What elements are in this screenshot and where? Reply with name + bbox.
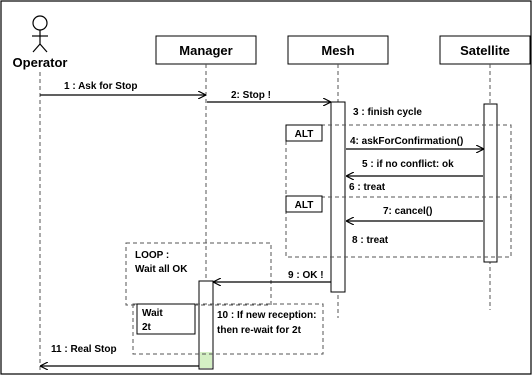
alt2-frame xyxy=(285,196,512,258)
msg-11-label: 11 : Real Stop xyxy=(51,344,117,355)
svg-text:LOOP :: LOOP : xyxy=(135,250,169,261)
msg-5-label: 5 : if no conflict: ok xyxy=(362,159,454,170)
mesh-label: Mesh xyxy=(321,43,354,58)
msg-10-label-line2: then re-wait for 2t xyxy=(217,325,302,336)
loop-tag: LOOP : Wait all OK xyxy=(130,246,198,276)
manager-label: Manager xyxy=(179,43,232,58)
alt2-tag: ALT xyxy=(285,195,323,213)
participant-satellite: Satellite xyxy=(439,35,531,65)
svg-text:ALT: ALT xyxy=(295,129,314,140)
fragment-frames xyxy=(125,124,512,355)
msg-4-label: 4: askForConfirmation() xyxy=(350,136,463,147)
msg-9-label: 9 : OK ! xyxy=(288,270,324,281)
operator-actor: Operator xyxy=(13,15,68,70)
satellite-label: Satellite xyxy=(460,43,510,58)
msg-10-label-line1: 10 : If new reception: xyxy=(217,310,316,321)
participant-mesh: Mesh xyxy=(287,35,389,65)
satellite-activation xyxy=(483,103,498,263)
manager-activation-highlight xyxy=(200,352,212,368)
operator-label: Operator xyxy=(13,55,68,70)
alt1-tag: ALT xyxy=(285,124,323,142)
loop-frame xyxy=(125,242,272,306)
svg-text:2t: 2t xyxy=(142,322,152,333)
msg-3-label: 3 : finish cycle xyxy=(353,107,422,118)
svg-text:ALT: ALT xyxy=(295,200,314,211)
wait-tag: Wait 2t xyxy=(136,303,196,335)
msg-7-label: 7: cancel() xyxy=(383,206,432,217)
svg-text:Wait: Wait xyxy=(142,308,163,319)
msg-1-label: 1 : Ask for Stop xyxy=(64,81,138,92)
manager-activation xyxy=(198,280,214,370)
msg-2-label: 2: Stop ! xyxy=(231,90,271,101)
msg-8-label: 8 : treat xyxy=(352,235,389,246)
wait-frame xyxy=(132,303,324,355)
message-arrows xyxy=(40,95,483,366)
svg-text:Wait all OK: Wait all OK xyxy=(135,264,188,275)
msg-6-label: 6 : treat xyxy=(349,182,386,193)
participant-manager: Manager xyxy=(155,35,257,65)
